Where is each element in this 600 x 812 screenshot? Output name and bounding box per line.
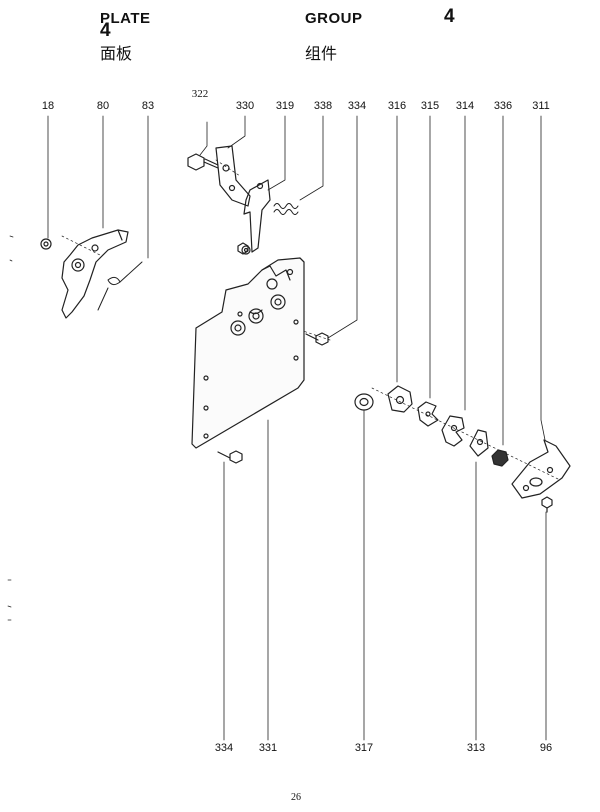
part-18-nut — [40, 238, 52, 250]
callout-334-top: 334 — [347, 100, 367, 112]
plate-number: 4 — [100, 20, 111, 41]
callout-315: 315 — [420, 100, 440, 112]
part-313-pawl — [469, 429, 489, 457]
leader-lines — [47, 115, 547, 741]
callout-334-bottom: 334 — [214, 742, 234, 754]
callout-83: 83 — [141, 100, 155, 112]
part-83-spring — [97, 261, 143, 311]
callout-322: 322 — [191, 88, 209, 100]
callout-313: 313 — [466, 742, 486, 754]
callout-336: 336 — [493, 100, 513, 112]
plate-label: PLATE — [100, 10, 151, 27]
assembly-axes — [61, 159, 561, 481]
part-330-linkage — [215, 145, 251, 207]
part-319-arm — [241, 179, 271, 255]
small-screw — [237, 242, 249, 255]
part-96-screw — [541, 496, 553, 513]
page-number: 26 — [291, 792, 301, 803]
group-label: GROUP — [305, 10, 363, 27]
callout-319: 319 — [275, 100, 295, 112]
callout-330: 330 — [235, 100, 255, 112]
callout-80: 80 — [96, 100, 110, 112]
callout-317: 317 — [354, 742, 374, 754]
scan-marks — [7, 235, 14, 621]
plate-chinese-label: 面板 — [100, 44, 133, 63]
part-314-detent — [441, 415, 465, 447]
callout-96: 96 — [539, 742, 553, 754]
callout-314: 314 — [455, 100, 475, 112]
part-322-screw — [187, 153, 219, 171]
part-315-cam — [417, 401, 439, 427]
group-chinese-label: 组件 — [305, 44, 338, 63]
part-338-spring — [273, 203, 299, 215]
part-331-main-plate — [191, 257, 305, 449]
part-311-bracket — [511, 439, 571, 499]
group-number: 4 — [444, 6, 455, 27]
callout-311: 311 — [532, 100, 550, 112]
callout-331: 331 — [258, 742, 278, 754]
part-316-cam — [387, 385, 413, 413]
callout-338: 338 — [313, 100, 333, 112]
callout-316: 316 — [387, 100, 407, 112]
part-336-nut — [491, 449, 509, 467]
part-317-washer — [354, 393, 374, 411]
part-334-screws — [217, 332, 329, 464]
callout-18: 18 — [41, 100, 55, 112]
part-80-lever — [61, 229, 129, 319]
